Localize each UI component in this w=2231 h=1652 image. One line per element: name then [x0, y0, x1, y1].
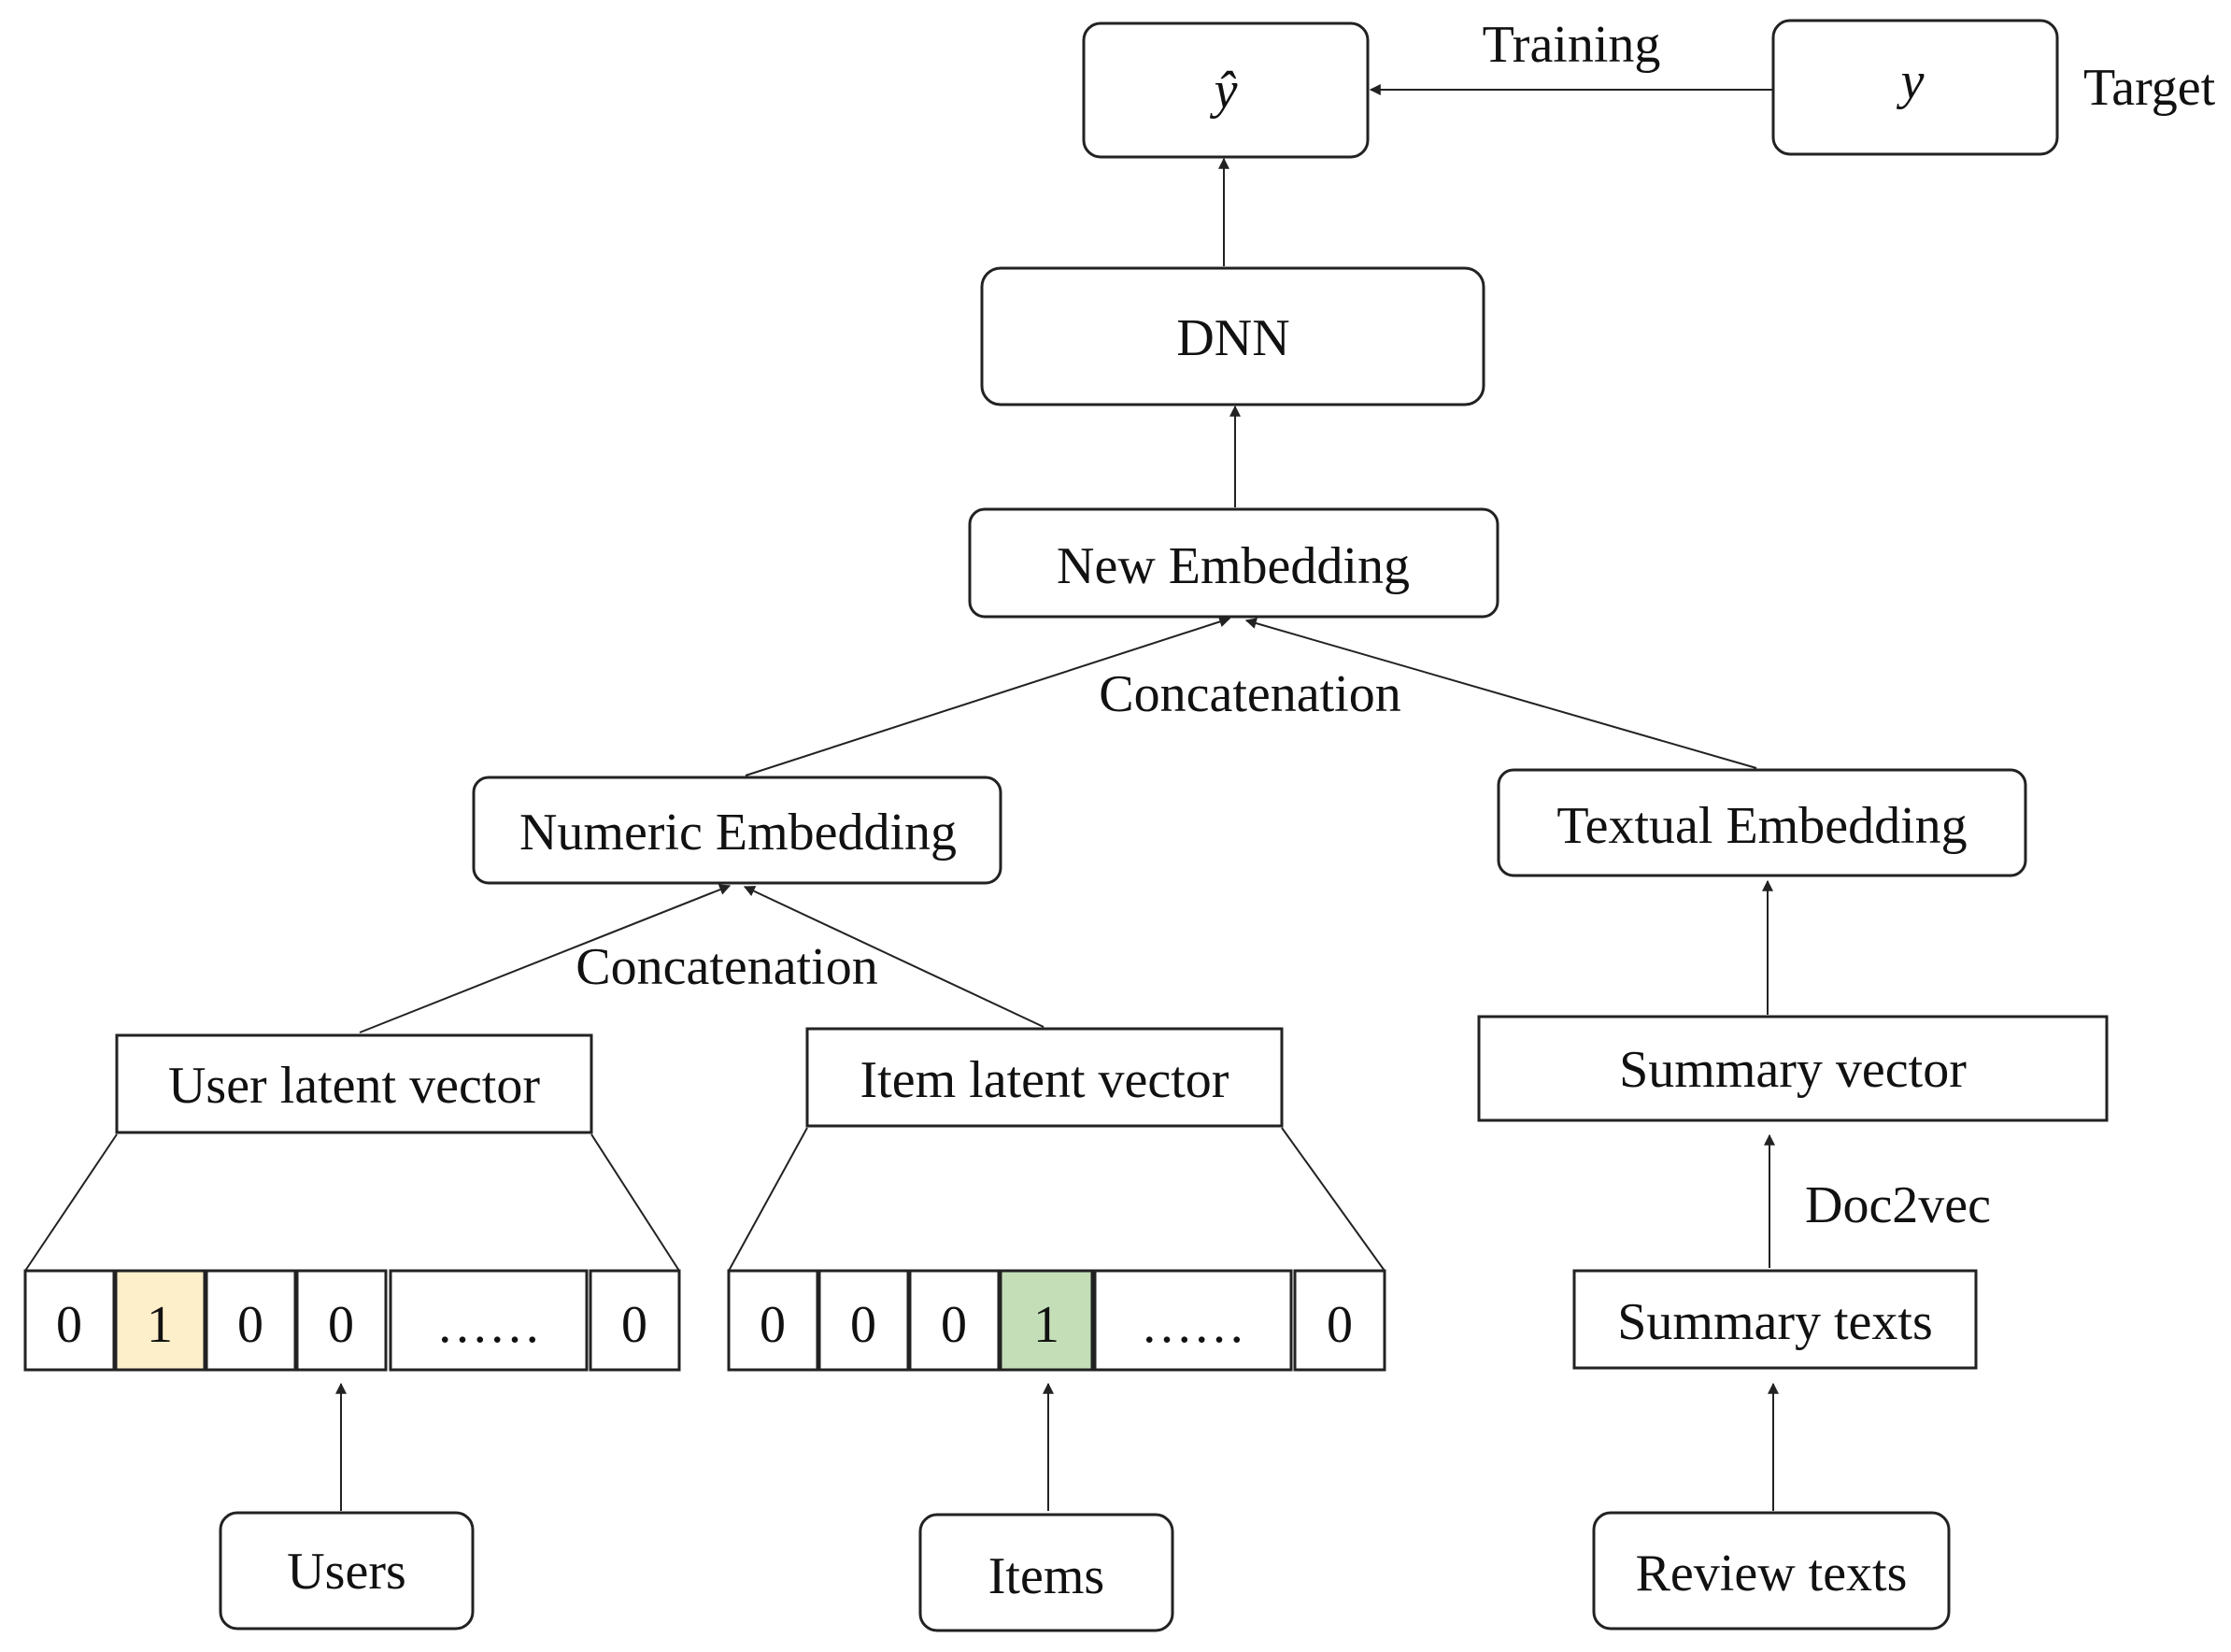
item-onehot-value: 0 [760, 1296, 786, 1354]
user-fan-left [24, 1133, 118, 1272]
user-onehot-cell-0 [23, 1269, 116, 1372]
y-hat-label: ŷ [1210, 62, 1238, 120]
users-label: Users [287, 1543, 406, 1601]
item-onehot-vector: 0 0 0 1 …… 0 [727, 1269, 1386, 1372]
review-texts-label: Review texts [1636, 1545, 1908, 1602]
user-onehot-value: 0 [237, 1296, 263, 1354]
y-hat-box [1082, 21, 1370, 159]
item-onehot-cell-2 [908, 1269, 1001, 1372]
target-y-label: y [1897, 52, 1925, 110]
numeric-embedding-label: Numeric Embedding [519, 804, 957, 862]
items-box [918, 1513, 1174, 1632]
user-onehot-cell-3 [295, 1269, 388, 1372]
textual-embedding-label: Textual Embedding [1556, 797, 1967, 855]
user-onehot-cell-1 [114, 1269, 206, 1372]
item-onehot-value: 0 [1327, 1296, 1353, 1354]
item-onehot-cell-3 [999, 1269, 1094, 1372]
summary-vector-label: Summary vector [1619, 1041, 1967, 1099]
user-onehot-value: 0 [56, 1296, 82, 1354]
item-onehot-value: 1 [1033, 1296, 1059, 1354]
item-latent-vector-label: Item latent vector [860, 1051, 1229, 1109]
training-label: Training [1483, 16, 1661, 74]
user-onehot-cell-2 [205, 1269, 297, 1372]
users-box [219, 1511, 475, 1631]
item-to-numeric-arrow [743, 886, 1044, 1028]
summary-texts-box [1572, 1269, 1978, 1370]
user-onehot-ellipsis: …… [436, 1296, 541, 1354]
user-onehot-cell-5 [589, 1269, 681, 1372]
user-onehot-value: 0 [328, 1296, 354, 1354]
item-fan-right [1281, 1127, 1385, 1272]
target-y-box [1771, 19, 2059, 156]
concatenation-bottom-label: Concatenation [576, 938, 877, 996]
textual-to-newemb-arrow [1244, 618, 1757, 769]
item-onehot-ellipsis: …… [1141, 1296, 1245, 1354]
item-onehot-cell-5 [1293, 1269, 1386, 1372]
numeric-embedding-box [472, 776, 1002, 885]
user-latent-vector-label: User latent vector [168, 1057, 540, 1115]
item-fan-left [728, 1127, 808, 1272]
dnn-box [980, 266, 1485, 406]
user-fan-right [590, 1133, 680, 1272]
target-label: Target [2083, 59, 2216, 117]
item-onehot-cell-0 [727, 1269, 819, 1372]
item-onehot-cell-4 [1093, 1269, 1293, 1372]
user-to-numeric-arrow [359, 884, 732, 1033]
concatenation-top-label: Concatenation [1099, 665, 1400, 723]
item-onehot-value: 0 [850, 1296, 876, 1354]
new-embedding-box [968, 507, 1499, 619]
textual-embedding-box [1497, 768, 2027, 877]
user-onehot-value: 0 [621, 1296, 647, 1354]
numeric-to-newemb-arrow [745, 616, 1231, 776]
new-embedding-label: New Embedding [1057, 537, 1410, 595]
items-label: Items [988, 1547, 1104, 1605]
item-onehot-value: 0 [941, 1296, 967, 1354]
review-texts-box [1592, 1511, 1951, 1631]
doc2vec-label: Doc2vec [1805, 1176, 1991, 1234]
user-latent-vector-box [115, 1033, 593, 1134]
connectors [24, 84, 1779, 1511]
dnn-label: DNN [1176, 309, 1289, 367]
user-onehot-cell-4 [389, 1269, 589, 1372]
summary-vector-box [1477, 1015, 2109, 1122]
summary-texts-label: Summary texts [1617, 1293, 1933, 1351]
user-onehot-vector: 0 1 0 0 …… 0 [23, 1269, 681, 1372]
user-onehot-value: 1 [147, 1296, 173, 1354]
item-latent-vector-box [805, 1027, 1284, 1128]
item-onehot-cell-1 [817, 1269, 910, 1372]
